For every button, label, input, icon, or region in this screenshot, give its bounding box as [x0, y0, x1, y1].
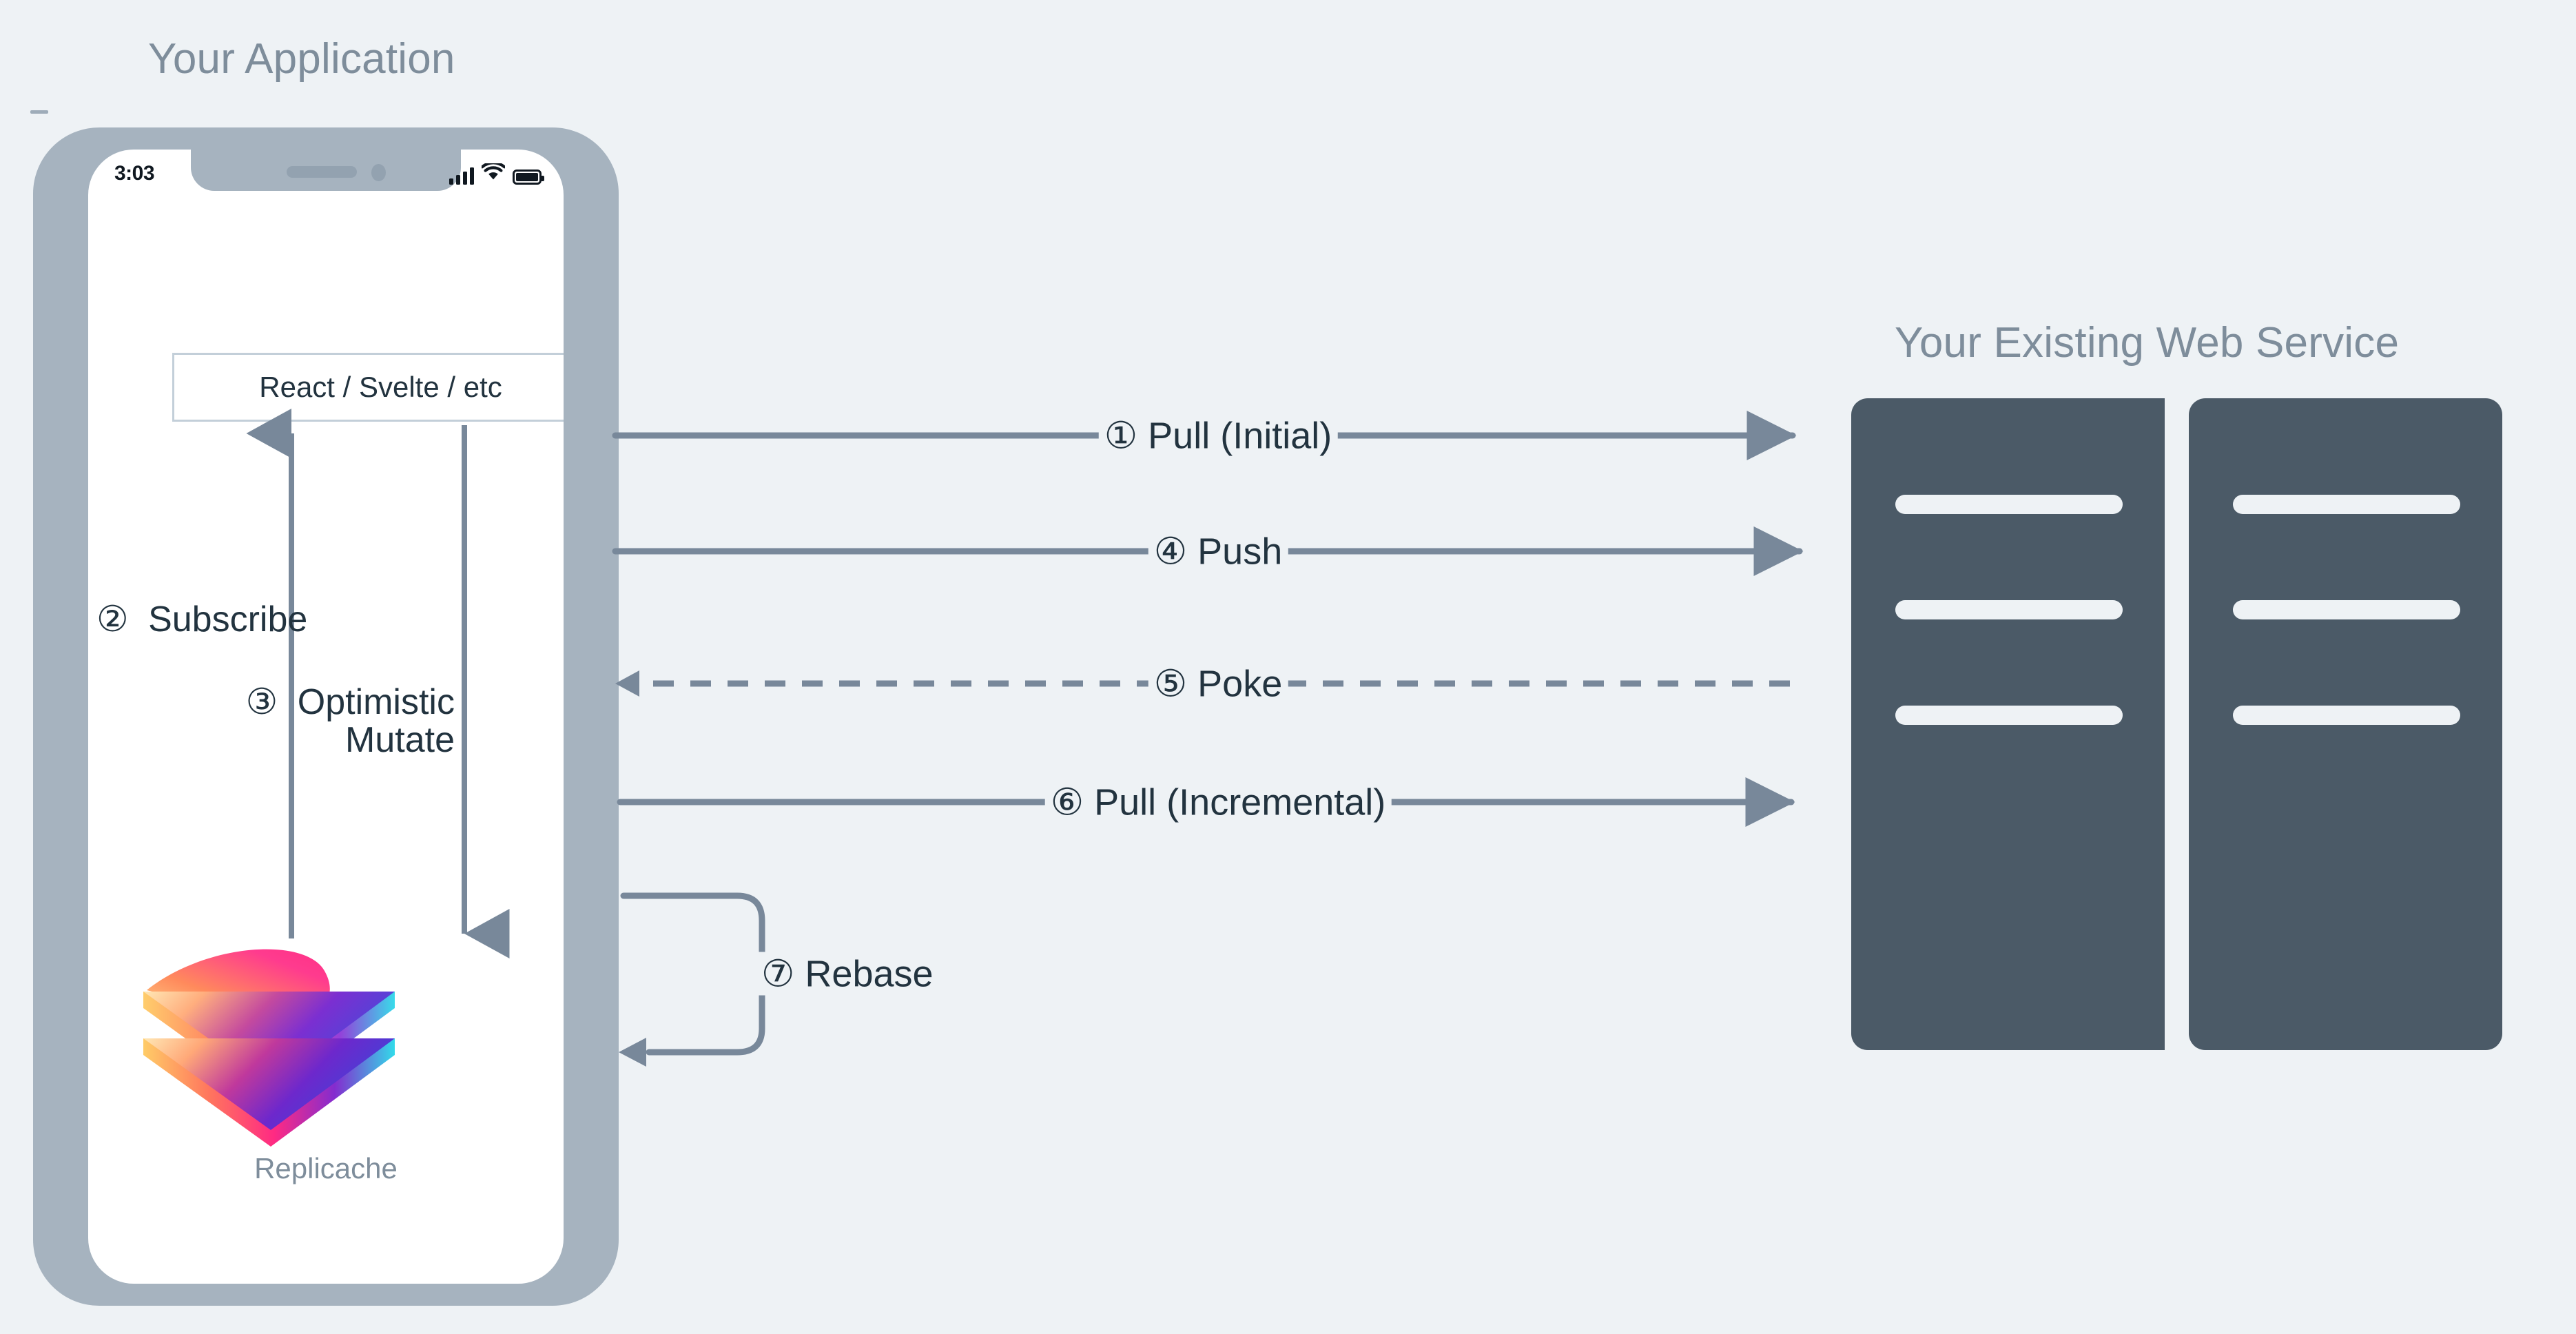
- push-label: ④ Push: [1148, 529, 1288, 573]
- phone-status-bar: 3:03: [88, 150, 564, 201]
- mutate-step-text-line2: Mutate: [345, 720, 455, 761]
- rebase-loop-path: [620, 892, 765, 1056]
- front-camera-icon: [371, 164, 386, 181]
- subscribe-step-text: Subscribe: [148, 599, 308, 639]
- replicache-logo: [143, 949, 395, 1147]
- poke-arrow-head: [615, 670, 639, 697]
- mutate-step-text-line1: Optimistic: [297, 682, 455, 722]
- server-slot: [2233, 600, 2460, 619]
- framework-box-label: React / Svelte / etc: [259, 371, 502, 403]
- rebase-arrow-head: [619, 1038, 646, 1067]
- pull-initial-label: ① Pull (Initial): [1098, 413, 1338, 458]
- server-slot: [1895, 600, 2123, 619]
- phone-notch: [191, 150, 461, 191]
- poke-label: ⑤ Poke: [1148, 661, 1288, 706]
- wifi-icon: [480, 161, 506, 185]
- earpiece-speaker-icon: [287, 166, 357, 178]
- status-bar-icons: [449, 161, 544, 185]
- pull-incremental-label: ⑥ Pull (Incremental): [1044, 780, 1392, 824]
- subscribe-step-number: ②: [96, 599, 129, 639]
- framework-box: React / Svelte / etc: [172, 353, 564, 422]
- server-slot: [2233, 495, 2460, 514]
- web-service-servers: [1851, 398, 2506, 1050]
- subscribe-step-label: ② Subscribe: [96, 599, 308, 639]
- phone-device-frame: 3:03 React /: [33, 127, 619, 1306]
- server-rack-right: [2189, 398, 2502, 1050]
- status-bar-clock: 3:03: [114, 162, 155, 185]
- battery-icon: [513, 170, 544, 185]
- replicache-caption: Replicache: [254, 1152, 398, 1184]
- server-slot: [1895, 495, 2123, 514]
- rebase-label: ⑦ Rebase: [756, 952, 939, 996]
- phone-screen: 3:03 React /: [88, 150, 564, 1284]
- mutate-step-number: ③: [245, 682, 278, 722]
- optimistic-mutate-step-label: ③ Optimistic Mutate: [165, 682, 455, 761]
- server-slot: [2233, 706, 2460, 725]
- logo-sheet-bottom: [143, 1038, 395, 1130]
- server-slot: [1895, 706, 2123, 725]
- service-section-title: Your Existing Web Service: [1895, 319, 2400, 367]
- client-section-title: Your Application: [148, 35, 455, 83]
- cellular-signal-icon: [449, 167, 474, 185]
- server-rack-left: [1851, 398, 2165, 1050]
- alignment-tick-mark: [30, 110, 48, 114]
